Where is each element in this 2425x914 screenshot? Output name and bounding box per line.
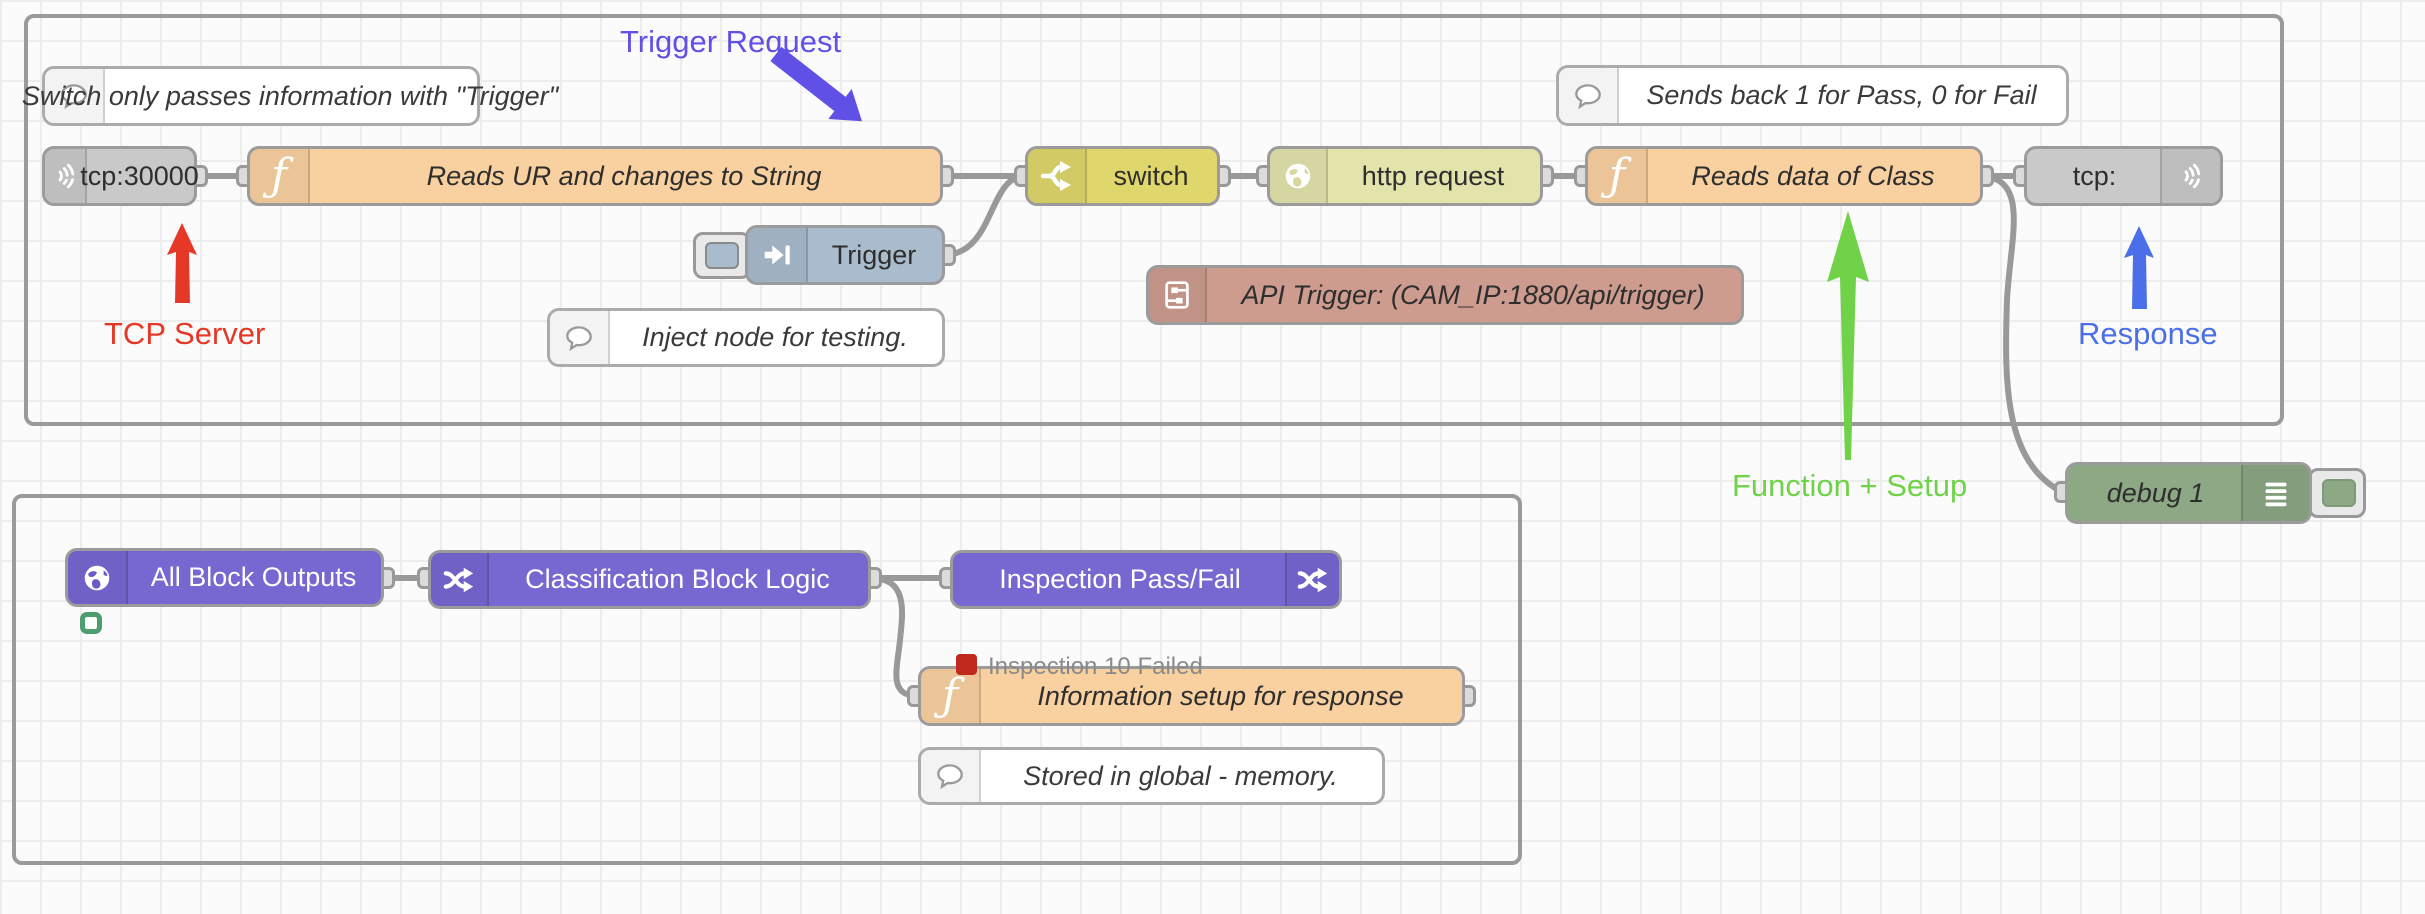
group-tcp-flow[interactable] [24,14,2284,426]
node-switch[interactable]: switch [1025,146,1220,206]
comment-node[interactable]: Switch only passes information with "Tri… [21,66,559,126]
shuffle-icon [1285,553,1339,606]
shuffle-icon [431,553,489,606]
status-ring-green [80,612,102,634]
wire[interactable] [942,173,1028,258]
link-icon [1149,268,1207,322]
node-label: debug 1 [2106,477,2205,508]
node-label: switch [1113,160,1189,191]
node-label: All Block Outputs [150,562,357,592]
comment-node[interactable]: Stored in global - memory. [918,747,1385,805]
node-tcp-in[interactable]: tcp:30000 [42,146,199,206]
comment-label: Inject node for testing. [642,322,908,352]
speech-bubble-icon [921,750,981,802]
node-label: Reads data of Class [1691,160,1935,191]
function-icon: ƒ [921,669,981,723]
speech-bubble-icon [45,69,105,123]
annotation-tcp-server: TCP Server [104,316,266,351]
comment-label: Stored in global - memory. [1023,760,1338,791]
list-icon [2241,465,2309,521]
debug-toggle-button[interactable] [2308,468,2366,518]
node-label: Classification Block Logic [525,564,830,594]
node-label: API Trigger: (CAM_IP:1880/api/trigger) [1241,279,1705,310]
function-icon: ƒ [1588,149,1648,203]
status-dot-red [956,654,977,675]
node-function-3[interactable]: ƒ Information setup for response [918,666,1465,726]
annotation-response: Response [2078,316,2218,351]
comment-node[interactable]: Sends back 1 for Pass, 0 for Fail [1556,65,2069,126]
node-inject[interactable]: Trigger [745,225,945,285]
comment-node[interactable]: Inject node for testing. [547,308,945,367]
node-http-request[interactable]: http request [1267,146,1543,206]
speech-bubble-icon [550,311,610,364]
tcp-waves-icon [2160,149,2220,203]
node-link-in[interactable]: API Trigger: (CAM_IP:1880/api/trigger) [1146,265,1744,325]
node-label: Information setup for response [1037,680,1404,711]
wire[interactable] [868,575,921,699]
group-classification-flow[interactable] [12,494,1522,865]
annotation-trigger-request: Trigger Request [620,24,842,59]
inject-button-pad[interactable] [705,242,739,269]
wire[interactable] [1980,173,2065,495]
node-tcp-out[interactable]: tcp: [2024,146,2223,206]
speech-bubble-icon [1559,68,1619,123]
comment-label: Sends back 1 for Pass, 0 for Fail [1646,80,2037,110]
globe-icon [1270,149,1328,203]
node-inspection-pass-fail[interactable]: Inspection Pass/Fail [950,550,1342,609]
node-label: Inspection Pass/Fail [999,564,1241,594]
comment-label: Switch only passes information with "Tri… [21,80,559,111]
switch-icon [1028,149,1087,203]
node-all-block-outputs[interactable]: All Block Outputs [65,548,384,607]
node-label: http request [1361,160,1505,191]
node-label: tcp: [2072,160,2117,191]
node-classification-block-logic[interactable]: Classification Block Logic [428,550,871,609]
node-function-2[interactable]: ƒ Reads data of Class [1585,146,1983,206]
node-debug[interactable]: debug 1 [2065,462,2312,524]
node-label: tcp:30000 [80,160,199,191]
inject-button[interactable] [693,232,751,279]
annotation-function-setup: Function + Setup [1732,468,1968,503]
globe-icon [68,551,128,604]
node-function-1[interactable]: ƒ Reads UR and changes to String [247,146,943,206]
status-text: Inspection 10 Failed [988,653,1203,680]
tcp-waves-icon [45,149,87,203]
node-label: Reads UR and changes to String [426,160,822,191]
function-icon: ƒ [250,149,310,203]
debug-toggle-pad[interactable] [2322,479,2356,507]
inject-icon [748,228,808,282]
node-label: Trigger [831,239,917,270]
